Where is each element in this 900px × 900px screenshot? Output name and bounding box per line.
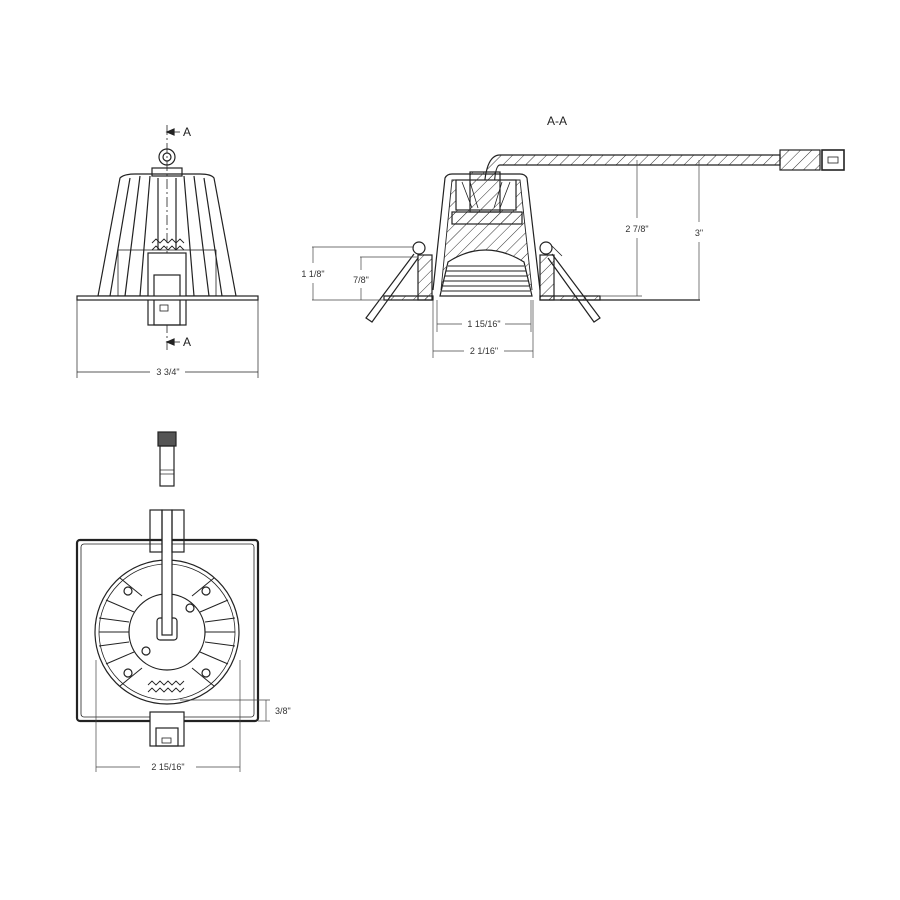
dim-1-1-8: 1 1/8" (301, 269, 324, 279)
section-view (365, 149, 845, 323)
dim-3: 3" (695, 228, 703, 238)
dim-3-8: 3/8" (275, 706, 291, 716)
section-marker-bottom: A (183, 335, 191, 349)
dim-2-1-16: 2 1/16" (470, 346, 498, 356)
dim-7-8: 7/8" (353, 275, 369, 285)
top-view (75, 431, 260, 747)
section-title: A-A (547, 114, 567, 128)
section-marker-top: A (183, 125, 191, 139)
dim-2-7-8: 2 7/8" (625, 224, 648, 234)
front-view (76, 125, 259, 378)
dim-1-15-16: 1 15/16" (467, 319, 500, 329)
dim-2-15-16: 2 15/16" (151, 762, 184, 772)
front-width-dimension: 3 3/4" (156, 367, 179, 377)
